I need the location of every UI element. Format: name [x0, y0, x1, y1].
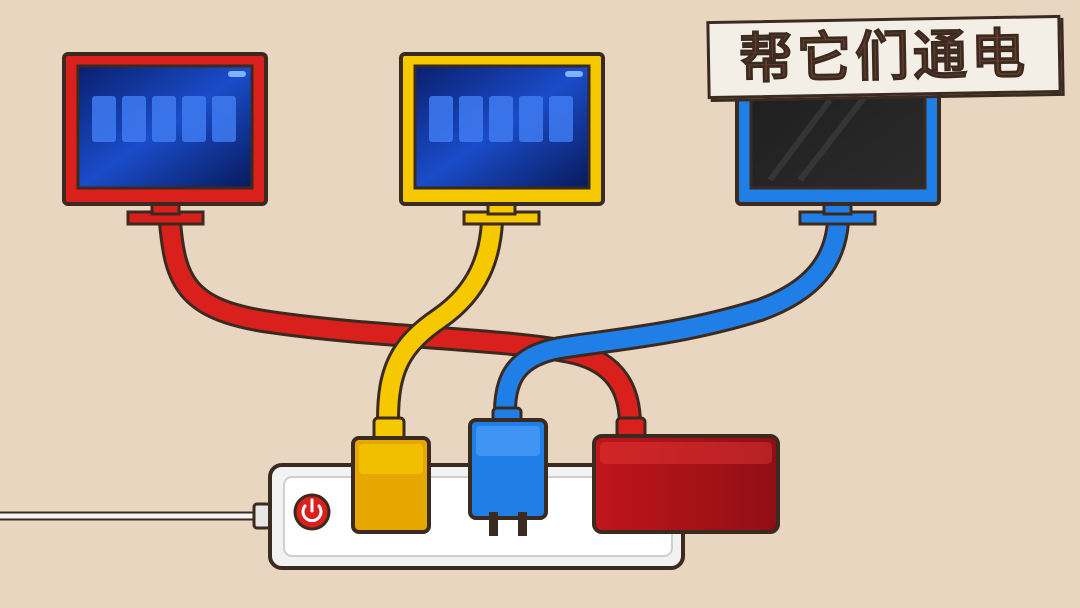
cable-yellow[interactable] [376, 210, 504, 432]
title-banner: 帮它们通电 [706, 14, 1062, 100]
cable-blue[interactable] [493, 210, 850, 424]
power-cord [0, 502, 272, 530]
screen-app-tiles [429, 96, 573, 142]
power-icon [301, 498, 323, 523]
plug-blue[interactable] [468, 406, 548, 536]
plug-red[interactable] [592, 416, 780, 534]
monitor-yellow[interactable] [399, 52, 605, 226]
power-button[interactable] [293, 493, 331, 531]
plug-yellow[interactable] [351, 416, 431, 534]
screen-app-tiles [92, 96, 236, 142]
level-title: 帮它们通电 [738, 22, 1030, 91]
monitor-red[interactable] [62, 52, 268, 226]
